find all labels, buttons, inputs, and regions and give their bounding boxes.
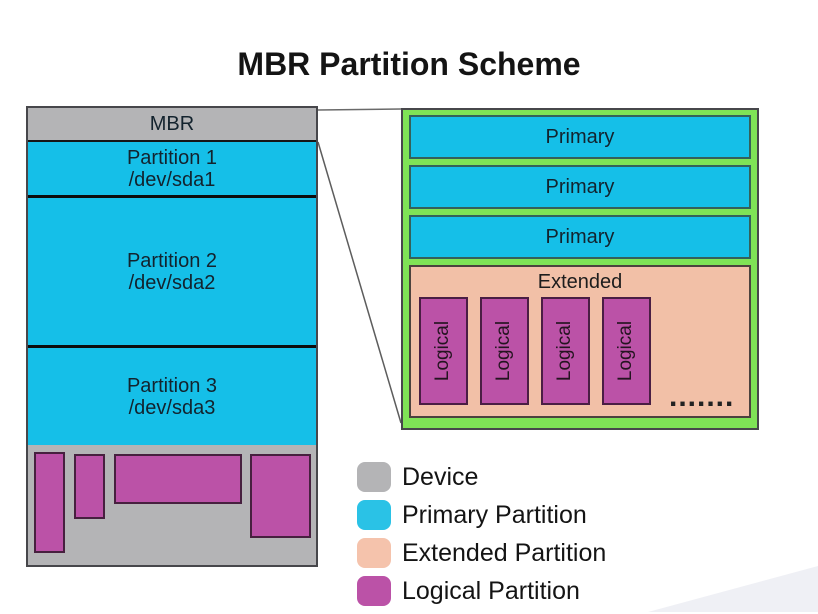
logical-color-swatch [357, 576, 391, 606]
partition-3-name: Partition 3 [126, 374, 218, 397]
mbr-header-block: MBR [28, 108, 316, 142]
primary-bar-3-label: Primary [545, 225, 615, 248]
connector-line-top [317, 108, 402, 111]
partition-2-block: Partition 2 /dev/sda2 [28, 198, 316, 348]
partition-2-name: Partition 2 [126, 249, 218, 272]
partition-1-block: Partition 1 /dev/sda1 [28, 142, 316, 198]
legend-row-logical: Logical Partition [357, 576, 606, 606]
legend-label-logical: Logical Partition [402, 576, 580, 605]
logical-block-2 [74, 454, 105, 519]
partition-3-block: Partition 3 /dev/sda3 [28, 348, 316, 445]
logical-block-1 [34, 452, 65, 553]
partition-1-device: /dev/sda1 [128, 168, 216, 191]
legend-row-primary: Primary Partition [357, 500, 606, 530]
partition-3-device: /dev/sda3 [128, 396, 216, 419]
logical-partition-1: Logical [419, 297, 468, 405]
mbr-zoom-view: Primary Primary Primary Extended Logical… [401, 108, 759, 430]
logical-2-label: Logical [493, 320, 515, 382]
disk-diagram: MBR Partition 1 /dev/sda1 Partition 2 /d… [26, 106, 318, 567]
logical-partitions-row: Logical Logical Logical Logical [419, 297, 749, 405]
primary-bar-2-label: Primary [545, 175, 615, 198]
legend-label-extended: Extended Partition [402, 538, 607, 567]
logical-partition-2: Logical [480, 297, 529, 405]
more-logical-ellipsis: ....... [669, 380, 735, 413]
primary-partition-bar-2: Primary [409, 165, 751, 209]
logical-partition-3: Logical [541, 297, 590, 405]
legend: Device Primary Partition Extended Partit… [357, 462, 606, 614]
legend-label-primary: Primary Partition [402, 500, 587, 529]
primary-bar-1-label: Primary [545, 125, 615, 148]
logical-block-3 [114, 454, 242, 504]
extended-partition-box: Extended Logical Logical Logical Logical… [409, 265, 751, 418]
legend-label-device: Device [402, 462, 479, 491]
logical-block-4 [250, 454, 311, 538]
partition-1-name: Partition 1 [126, 146, 218, 169]
logical-1-label: Logical [432, 320, 454, 382]
page-title: MBR Partition Scheme [237, 46, 581, 82]
primary-partition-bar-3: Primary [409, 215, 751, 259]
partition-2-device: /dev/sda2 [128, 271, 216, 294]
logical-partition-4: Logical [602, 297, 651, 405]
legend-row-device: Device [357, 462, 606, 492]
extended-color-swatch [357, 538, 391, 568]
legend-row-extended: Extended Partition [357, 538, 606, 568]
primary-partition-bar-1: Primary [409, 115, 751, 159]
mbr-header-label: MBR [149, 113, 195, 135]
logical-3-label: Logical [554, 320, 576, 382]
extended-label: Extended [537, 270, 623, 293]
connector-line-bottom [317, 141, 402, 424]
logical-4-label: Logical [615, 320, 637, 382]
primary-color-swatch [357, 500, 391, 530]
watermark-triangle [648, 566, 818, 612]
device-free-area [28, 445, 316, 565]
device-color-swatch [357, 462, 391, 492]
